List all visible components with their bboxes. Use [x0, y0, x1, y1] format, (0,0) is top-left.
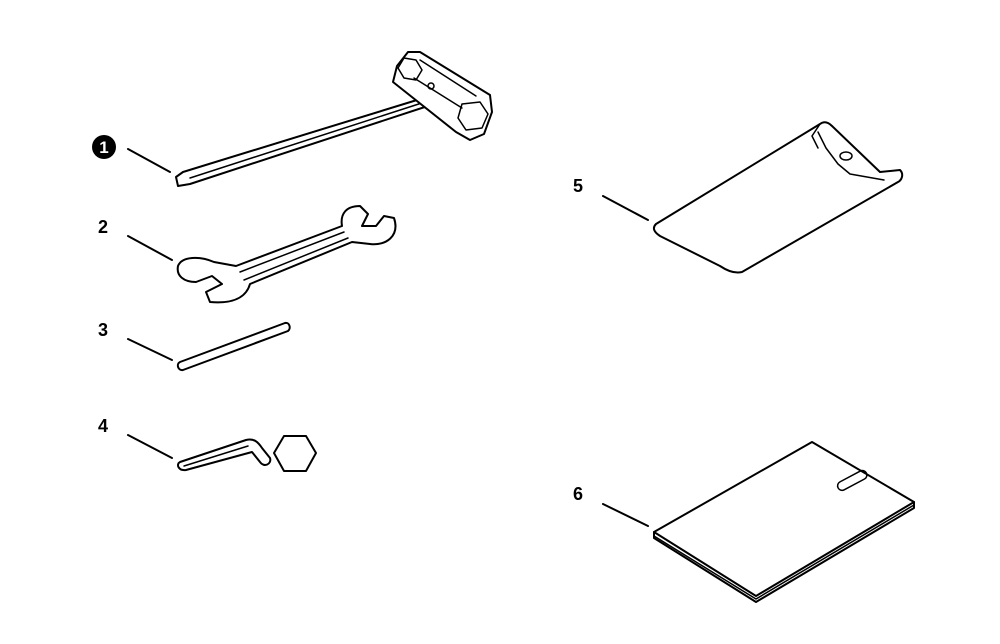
tool-pouch-icon: [652, 121, 904, 274]
callout-6-label: 6: [573, 484, 583, 504]
pin-rod-icon: [176, 321, 291, 372]
callout-1-leader: [127, 148, 171, 173]
booklet-cover: [653, 441, 915, 597]
callout-1: 1: [92, 135, 171, 173]
callout-6-leader: [602, 503, 649, 527]
hex-key-icon: [177, 435, 317, 472]
hex-profile: [273, 435, 317, 472]
manual-booklet-icon: [653, 441, 915, 603]
callout-2-label: 2: [98, 217, 108, 237]
callout-6: 6: [573, 484, 649, 527]
callout-4-label: 4: [98, 416, 108, 436]
spark-plug-wrench-screwdriver-icon: [175, 51, 493, 187]
hex-key-body: [177, 438, 272, 472]
callout-3-label: 3: [98, 320, 108, 340]
callout-5-label: 5: [573, 176, 583, 196]
callout-5-leader: [602, 195, 649, 221]
callout-2: 2: [98, 217, 173, 261]
callout-1-label: 1: [99, 138, 108, 157]
callout-3: 3: [98, 320, 173, 361]
booklet-slot: [836, 469, 868, 492]
open-end-wrench-icon: [176, 205, 397, 304]
callout-2-leader: [127, 235, 173, 261]
callout-5: 5: [573, 176, 649, 221]
rod-body: [176, 321, 291, 372]
callout-1-badge: [92, 135, 116, 159]
callout-3-leader: [127, 338, 173, 361]
callout-4-leader: [127, 434, 173, 459]
callout-4: 4: [98, 416, 173, 459]
pouch-body: [652, 121, 904, 274]
